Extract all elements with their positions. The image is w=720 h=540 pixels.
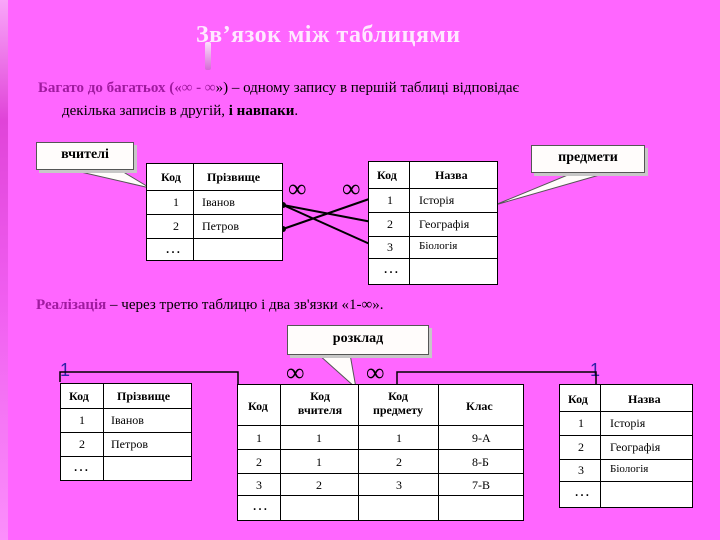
subjects-callout: предмети bbox=[531, 145, 645, 173]
table-cell: Біологія bbox=[610, 463, 649, 475]
table-cell: Історія bbox=[610, 416, 646, 430]
relation-line-teachers bbox=[59, 371, 239, 384]
infinity-symbol: ∞ bbox=[286, 358, 305, 387]
schedule-callout: розклад bbox=[287, 325, 429, 355]
table-cell: Петров bbox=[111, 437, 149, 451]
table-ellipsis: … bbox=[252, 497, 268, 514]
table-cell: 3 bbox=[256, 478, 262, 492]
table-cell: 3 bbox=[578, 463, 584, 477]
column-header: Код предмету bbox=[372, 389, 424, 417]
table-cell: Петров bbox=[202, 219, 240, 233]
table-cell: 2 bbox=[256, 455, 262, 469]
table-ellipsis: … bbox=[165, 240, 181, 257]
table-cell: 1 bbox=[316, 455, 322, 469]
table-cell: 9-А bbox=[472, 431, 491, 445]
table-cell: Географія bbox=[610, 440, 661, 454]
teachers-callout-pointer bbox=[71, 169, 151, 189]
subjects-table-bottom: Код Назва 1 Історія 2 Географія 3 Біолог… bbox=[559, 384, 693, 508]
table-cell: Іванов bbox=[111, 413, 144, 427]
paragraph-many-to-many: Багато до багатьох («∞ - ∞») – одному за… bbox=[38, 80, 519, 96]
table-ellipsis: … bbox=[73, 458, 89, 475]
column-header: Код bbox=[568, 392, 588, 406]
paragraph-many-to-many-line2: декілька записів в другій, і навпаки. bbox=[62, 103, 299, 119]
column-header: Код bbox=[248, 399, 268, 413]
table-cell: 1 bbox=[316, 431, 322, 445]
table-cell: 8-Б bbox=[472, 455, 489, 469]
one-symbol: 1 bbox=[590, 360, 601, 380]
relation-line-subjects bbox=[396, 371, 597, 384]
column-header: Прізвище bbox=[117, 389, 171, 403]
link-line-1 bbox=[282, 204, 373, 246]
column-header: Прізвище bbox=[207, 170, 261, 184]
column-header: Код bbox=[161, 170, 181, 184]
table-cell: 1 bbox=[396, 431, 402, 445]
schedule-table: Код Код вчителя Код предмету Клас 1 1 1 … bbox=[237, 384, 524, 521]
slide-left-accent bbox=[0, 0, 8, 540]
column-header: Назва bbox=[628, 392, 661, 406]
table-cell: 2 bbox=[387, 217, 393, 231]
infinity-symbol: ∞ bbox=[288, 174, 307, 203]
title-decoration bbox=[205, 42, 211, 70]
table-cell: 1 bbox=[387, 193, 393, 207]
table-cell: Географія bbox=[419, 217, 470, 231]
table-cell: Історія bbox=[419, 193, 455, 207]
teachers-callout: вчителі bbox=[36, 142, 134, 170]
many-to-many-term: Багато до багатьох («∞ - ∞ bbox=[38, 80, 216, 96]
one-symbol: 1 bbox=[60, 360, 71, 380]
table-cell: 2 bbox=[173, 219, 179, 233]
table-ellipsis: … bbox=[383, 260, 399, 277]
table-cell: Біологія bbox=[419, 240, 458, 252]
table-cell: 1 bbox=[256, 431, 262, 445]
column-header: Клас bbox=[466, 399, 493, 413]
table-cell: 1 bbox=[173, 195, 179, 209]
table-cell: 1 bbox=[578, 416, 584, 430]
table-ellipsis: … bbox=[574, 483, 590, 500]
infinity-symbol: ∞ bbox=[342, 174, 361, 203]
teachers-table-bottom: Код Прізвище 1 Іванов 2 Петров … bbox=[60, 383, 192, 481]
table-cell: 2 bbox=[316, 478, 322, 492]
subjects-table-top: Код Назва 1 Історія 2 Географія 3 Біолог… bbox=[368, 161, 498, 285]
paragraph-realization: Реалізація – через третю таблицю і два з… bbox=[36, 297, 384, 313]
table-cell: 2 bbox=[578, 440, 584, 454]
table-cell: 3 bbox=[387, 240, 393, 254]
slide-title: Зв’язок між таблицями bbox=[196, 22, 461, 48]
table-cell: Іванов bbox=[202, 195, 235, 209]
column-header: Назва bbox=[435, 168, 468, 182]
realization-term: Реалізація bbox=[36, 297, 107, 313]
column-header: Код bbox=[377, 168, 397, 182]
infinity-symbol: ∞ bbox=[366, 358, 385, 387]
link-line-3 bbox=[282, 197, 373, 230]
table-cell: 7-В bbox=[472, 478, 490, 492]
column-header: Код вчителя bbox=[297, 389, 343, 417]
table-cell: 2 bbox=[79, 437, 85, 451]
table-cell: 1 bbox=[79, 413, 85, 427]
teachers-table-top: Код Прізвище 1 Іванов 2 Петров … bbox=[146, 163, 283, 261]
table-cell: 2 bbox=[396, 455, 402, 469]
column-header: Код bbox=[69, 389, 89, 403]
table-cell: 3 bbox=[396, 478, 402, 492]
